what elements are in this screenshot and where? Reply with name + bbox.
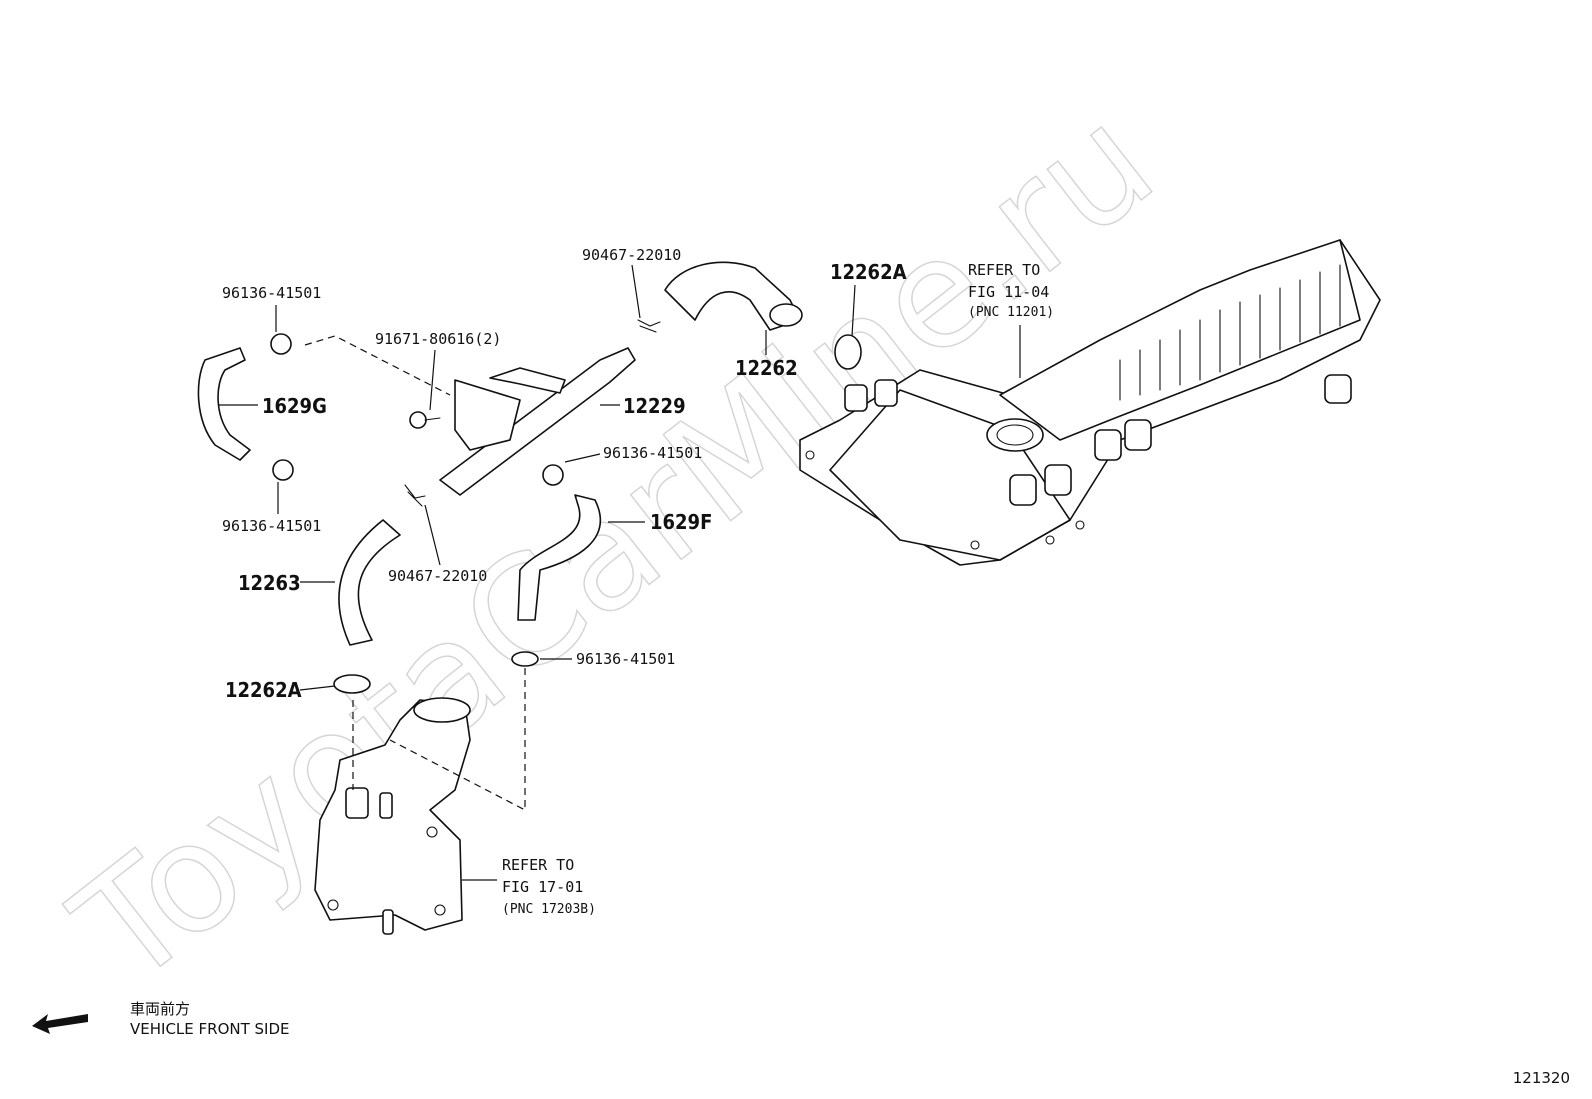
part-label: 96136-41501 [222, 284, 321, 302]
front-label-jp: 車両前方 [130, 1000, 191, 1018]
hose-clip-icon [270, 333, 564, 667]
svg-text:REFER TO: REFER TO [502, 856, 574, 874]
reference-fig-11-04: REFER TO FIG 11-04 (PNC 11201) [968, 261, 1054, 320]
part-label: 90467-22010 [388, 567, 487, 585]
bolt-icon [409, 411, 441, 429]
svg-text:(PNC 11201): (PNC 11201) [968, 305, 1054, 320]
reference-fig-17-01: REFER TO FIG 17-01 (PNC 17203B) [502, 856, 596, 917]
plug-12262a-bottom [333, 674, 371, 694]
illustration-number: 121320 [1512, 1069, 1570, 1087]
svg-text:(PNC 17203B): (PNC 17203B) [502, 902, 596, 917]
svg-text:FIG 17-01: FIG 17-01 [502, 878, 583, 896]
svg-text:FIG 11-04: FIG 11-04 [968, 283, 1049, 301]
cylinder-head-cover [799, 239, 1381, 566]
wire-clip-icon [637, 319, 661, 333]
part-label: 12262A [830, 260, 907, 284]
front-arrow-icon [32, 1014, 88, 1034]
hose-12263 [338, 519, 401, 646]
part-label: 91671-80616(2) [375, 330, 501, 348]
part-label: 12262A [225, 678, 302, 702]
svg-text:REFER TO: REFER TO [968, 261, 1040, 279]
leader-lines [218, 264, 1021, 881]
part-label: 12229 [623, 394, 686, 418]
front-label-en: VEHICLE FRONT SIDE [130, 1020, 290, 1038]
part-label: 96136-41501 [576, 650, 675, 668]
hose-1629f [517, 494, 602, 621]
part-label: 1629F [650, 510, 712, 534]
plug-12262a-top [834, 334, 862, 370]
part-label: 12263 [238, 571, 301, 595]
part-label: 90467-22010 [582, 246, 681, 264]
part-label: 96136-41501 [222, 517, 321, 535]
part-label: 1629G [262, 394, 327, 418]
part-label: 12262 [735, 356, 798, 380]
part-label: 96136-41501 [603, 444, 702, 462]
water-bypass-pipe [439, 347, 636, 496]
hose-1629g [197, 347, 251, 461]
water-outlet-housing [314, 697, 471, 935]
